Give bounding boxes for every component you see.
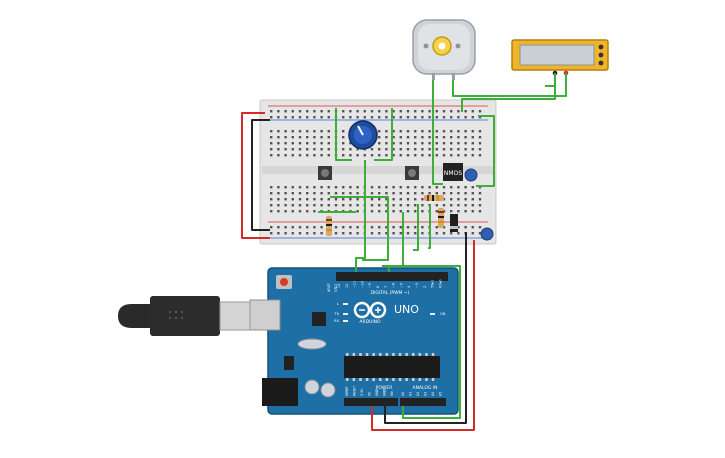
power-header[interactable]	[344, 398, 398, 406]
digital-pin-label: 13	[337, 284, 341, 288]
analog-pin-label: A5	[439, 392, 443, 396]
board-brand-label: ARDUINO	[359, 319, 381, 325]
wire-green-long	[382, 265, 461, 419]
reset-button[interactable]	[280, 278, 288, 286]
digital-pin-label: 2	[423, 286, 427, 288]
resistor-horizontal[interactable]	[424, 195, 444, 201]
wire-motor-a	[432, 80, 443, 185]
power-pin-label: RESET	[353, 386, 357, 396]
pushbutton-left[interactable]	[318, 166, 332, 180]
wire-meter-to-board	[461, 86, 556, 112]
wire-meter-black	[545, 73, 556, 87]
digital-pin-label: ~9	[368, 283, 372, 288]
wire-pot-right	[374, 108, 393, 161]
arduino-uno-board[interactable]: UNO ARDUINO DIGITAL (PWM ~) L TX RX ON P…	[249, 267, 459, 415]
digital-pin-label: TX▸1	[431, 280, 435, 289]
digital-pin-label: ~10	[360, 281, 364, 288]
digital-label: DIGITAL (PWM ~)	[371, 290, 410, 296]
led-on-label: ON	[440, 312, 446, 316]
analog-pin-label: A4	[431, 392, 435, 396]
wire-red-left	[241, 112, 270, 239]
aref-label: AREF	[327, 283, 331, 292]
analog-header[interactable]	[400, 398, 446, 406]
nmos-label: NMOS	[444, 170, 462, 177]
meter-display	[519, 44, 595, 66]
diode[interactable]	[450, 214, 458, 232]
breadboard[interactable]	[259, 99, 497, 245]
analog-pin-label: A3	[424, 392, 428, 396]
multimeter[interactable]	[511, 39, 609, 76]
analog-label: ANALOG IN	[412, 385, 437, 391]
resistor-vertical-right[interactable]	[438, 208, 444, 228]
board-model-label: UNO	[394, 303, 419, 316]
digital-pin-label: ~6	[392, 283, 396, 288]
usb-port	[249, 299, 281, 331]
wire-right-loop	[476, 115, 495, 187]
analog-pin-label: A0	[401, 392, 405, 396]
capacitor-top[interactable]	[464, 168, 478, 182]
usb-cable	[118, 296, 251, 336]
gnd-label: GND	[334, 284, 338, 292]
wire-down-c	[428, 205, 431, 249]
power-pin-label: IOREF	[345, 386, 349, 396]
wire-black-left	[251, 119, 270, 231]
digital-pin-label: RX◂0	[438, 279, 442, 288]
wire-pot-left	[335, 108, 352, 161]
led-tx-label: TX	[333, 312, 339, 316]
power-jack	[262, 378, 298, 406]
wires	[241, 73, 567, 431]
digital-pin-label: ~5	[399, 283, 403, 288]
led-l-label: L	[337, 302, 339, 306]
power-pin-label: Vin	[390, 391, 394, 396]
analog-pin-label: A1	[409, 392, 413, 396]
power-label: POWER	[376, 385, 393, 391]
pushbutton-right[interactable]	[405, 166, 419, 180]
power-pin-label: GND	[375, 388, 379, 396]
digital-pin-label: 12	[345, 284, 349, 288]
wire-down-b	[413, 204, 419, 251]
wire-red-long	[371, 240, 475, 431]
digital-pin-label: 4	[407, 286, 411, 288]
digital-pin-label: 7	[384, 286, 388, 288]
resistor-vertical[interactable]	[326, 216, 332, 236]
digital-pin-label: 8	[376, 286, 380, 288]
power-pin-label: 5V	[368, 391, 372, 396]
capacitor-bottom[interactable]	[480, 227, 494, 241]
dc-motor[interactable]	[412, 19, 476, 80]
arduino-logo	[353, 301, 387, 319]
potentiometer[interactable]	[348, 120, 378, 150]
led-rx-label: RX	[334, 319, 339, 323]
power-pin-label: GND	[383, 388, 387, 396]
digital-pin-label: ~3	[415, 283, 419, 288]
wire-motor-b	[452, 73, 567, 97]
digital-header[interactable]	[336, 272, 448, 281]
atmega-chip	[344, 356, 440, 378]
nmos-transistor[interactable]: NMOS	[443, 163, 463, 181]
wire-black-long	[384, 232, 467, 424]
wire-mid-h	[330, 196, 389, 261]
digital-pin-label: ~11	[353, 281, 357, 288]
analog-pin-label: A2	[416, 392, 420, 396]
wire-pot-down	[355, 160, 366, 272]
power-pin-label: 3.3V	[360, 388, 364, 396]
